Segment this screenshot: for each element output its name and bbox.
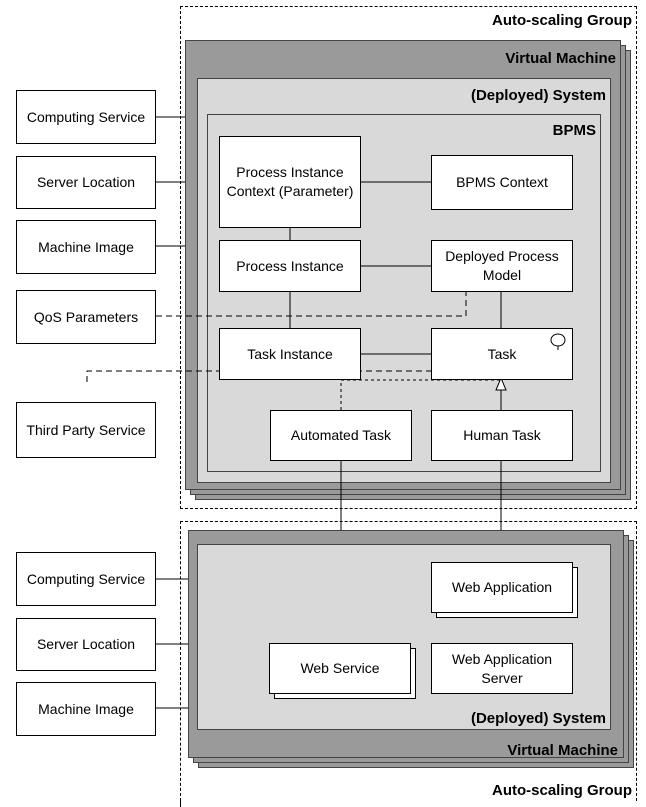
bottom-autoscaling-group-label: Auto-scaling Group	[492, 782, 632, 799]
machine-image-box-bottom: Machine Image	[16, 682, 156, 736]
web-service-node: Web Service	[269, 643, 411, 694]
process-instance-context-node: Process Instance Context (Parameter)	[219, 136, 361, 228]
edge-third-party-dashed	[86, 370, 503, 382]
qos-parameters-box: QoS Parameters	[16, 290, 156, 344]
machine-image-box-top: Machine Image	[16, 220, 156, 274]
edge-qos-dashed	[156, 290, 467, 317]
task-label: Task	[487, 345, 517, 362]
bottom-system-label: (Deployed) System	[470, 710, 606, 727]
computing-service-box-top: Computing Service	[16, 90, 156, 144]
top-vm-label: Virtual Machine	[505, 50, 616, 67]
deployed-process-model-node: Deployed Process Model	[431, 240, 573, 292]
bpms-label: BPMS	[552, 122, 596, 139]
top-autoscaling-group-label: Auto-scaling Group	[492, 12, 632, 29]
edge-automated-task-general	[340, 379, 501, 410]
computing-service-box-bottom: Computing Service	[16, 552, 156, 606]
automated-task-node: Automated Task	[270, 410, 412, 461]
top-system-label: (Deployed) System	[470, 87, 606, 104]
bpms-context-node: BPMS Context	[431, 155, 573, 210]
web-application-node: Web Application	[431, 562, 573, 613]
bottom-vm-label: Virtual Machine	[507, 742, 618, 759]
top-autoscaling-group	[180, 6, 637, 509]
task-instance-node: Task Instance	[219, 328, 361, 380]
task-node: Task	[431, 328, 573, 380]
process-instance-node: Process Instance	[219, 240, 361, 292]
bottom-autoscaling-group	[180, 521, 637, 801]
server-location-box-bottom: Server Location	[16, 618, 156, 671]
generalization-arrow	[495, 376, 507, 391]
server-location-box-top: Server Location	[16, 156, 156, 209]
third-party-service-box: Third Party Service	[16, 402, 156, 458]
annotation-icon	[550, 333, 566, 350]
web-application-server-node: Web Application Server	[431, 643, 573, 694]
bottom-autoscaling-group-tail	[180, 801, 181, 807]
human-task-node: Human Task	[431, 410, 573, 461]
